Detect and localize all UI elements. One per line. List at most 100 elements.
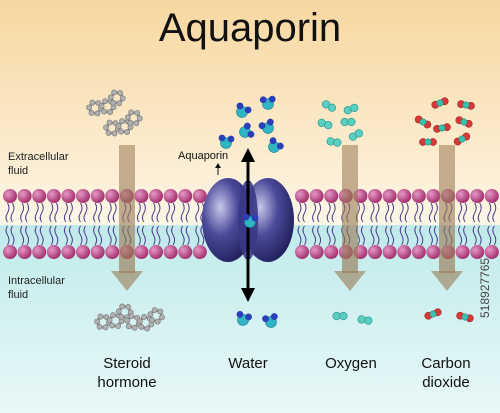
lipid-tail [34,202,39,223]
phospholipid-head [309,245,324,259]
lipid-tail [83,202,88,223]
carbon-dioxide-molecule-icon [433,123,451,133]
water-molecule-icon [236,102,252,118]
lipid-tail [297,225,302,246]
diffusion-arrow-shaft [439,145,455,273]
lipid-tail [83,225,88,246]
phospholipid-head [134,189,149,203]
phospholipid-head [46,189,61,203]
water-molecule-icon [242,213,259,228]
carbon-dioxide-molecule-icon [414,115,432,129]
lipid-tail [141,202,146,223]
steroid-atom [107,94,114,101]
phospholipid-head [134,245,149,259]
lipid-tail [492,225,497,246]
intracellular-label-line-2: fluid [8,289,29,301]
steroid-molecule-icon [124,307,165,332]
carbon-dioxide-molecule-icon [455,116,473,128]
lipid-tail [360,202,365,223]
phospholipid-head [382,245,397,259]
lipid-tail [370,225,375,246]
water-hydrogen-atom [242,213,250,221]
steroid-atom [110,312,116,319]
lipid-tail [487,225,492,246]
phospholipid-head [3,245,17,259]
oxygen-molecule-icon [332,311,348,321]
o2-atom [347,117,356,127]
co2-carbon-atom [436,99,444,107]
lipid-tail [326,202,331,223]
steroid-atom [131,324,138,331]
steroid-atom [98,103,105,109]
steroid-atom [128,109,135,116]
lipid-tail [107,225,112,246]
lipid-tail [399,202,404,223]
lipid-tail [326,225,331,246]
co2-carbon-atom [424,138,432,146]
phospholipid-head [61,189,76,203]
lipid-tail [20,202,25,223]
carbon-dioxide-molecule-icon [456,311,474,323]
aquaporin-label: Aquaporin [178,150,229,162]
phospholipid-head [163,189,178,203]
steroid-atom [141,314,147,320]
extracellular-label: Extracellular fluid [8,150,69,178]
lipid-tail [68,202,73,223]
water-molecule-icon [262,313,278,328]
steroid-atom [86,104,92,111]
lipid-tail [375,225,380,246]
phospholipid-head [192,245,207,259]
lipid-tail [112,225,117,246]
o2-atom [333,138,342,147]
lipid-tail [156,202,161,223]
phospholipid-head [90,245,105,259]
lipid-tail [390,202,395,223]
oxygen-molecule-icon [321,100,337,112]
water-molecule-icon [236,310,253,326]
o2-atom [324,121,333,130]
oxygen-molecule-icon [317,118,333,130]
stock-watermark: 518927765 [478,257,492,318]
lipid-tail [414,225,419,246]
lipid-tail [93,225,98,246]
lipid-tail [185,225,190,246]
caption-co2-line-1: Carbon [421,355,471,372]
lipid-tail [317,225,322,246]
lipid-tail [404,202,409,223]
phospholipid-head [324,189,339,203]
steroid-atom [94,318,100,325]
phospholipid-head [455,245,470,259]
co2-carbon-atom [460,118,468,126]
carbon-dioxide-molecule-icon [457,100,475,110]
steroid-atom [151,307,158,313]
water-hydrogen-atom [218,134,226,142]
caption-steroid-line-1: Steroid [103,355,151,372]
steroid-atom [127,119,134,126]
diffusion-arrowhead-icon [334,271,366,291]
lipid-tail [25,202,30,223]
caption-steroid: Steroid hormone [88,354,166,392]
lipid-tail [375,202,380,223]
water-molecule-icon [218,134,235,149]
water-hydrogen-atom [247,130,255,138]
lipid-tail [166,202,171,223]
phospholipid-head [411,189,426,203]
steroid-molecule-icon [86,89,126,117]
steroid-atom [101,108,108,115]
lipid-tail [317,202,322,223]
phospholipid-head [32,189,47,203]
phospholipid-head [470,189,485,203]
extracellular-label-line-1: Extracellular [8,151,69,163]
water-hydrogen-atom [266,118,274,126]
oxygen-molecule-icon [348,129,364,141]
phospholipid-head [470,245,485,259]
co2-carbon-atom [429,310,437,318]
lipid-tail [112,202,117,223]
lipid-tail [180,202,185,223]
lipid-tail [151,225,156,246]
steroid-atom [147,311,154,318]
lipid-tail [171,225,176,246]
phospholipid-head [397,245,412,259]
phospholipid-head [178,189,193,203]
